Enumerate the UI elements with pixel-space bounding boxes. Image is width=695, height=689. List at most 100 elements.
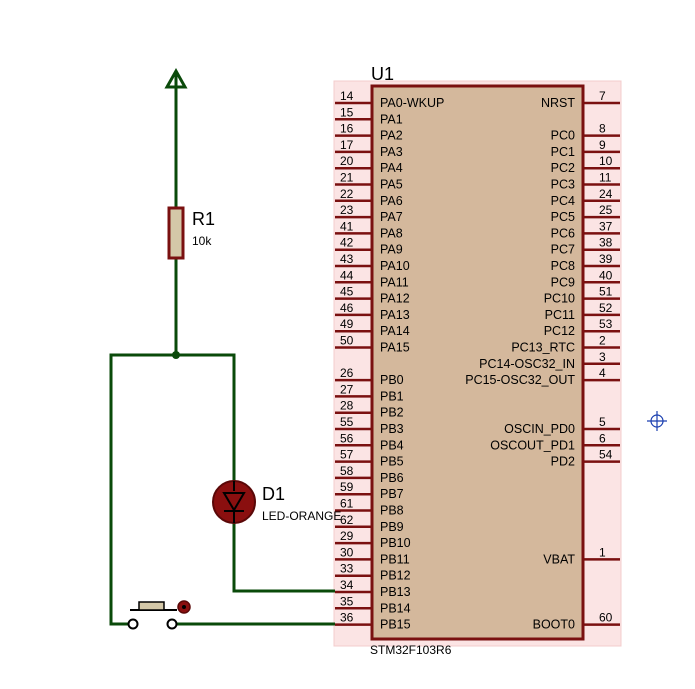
pin-name: PA13 — [380, 308, 410, 322]
pin-number: 45 — [340, 285, 354, 299]
push-button[interactable] — [127, 600, 191, 630]
led-d1[interactable]: D1 LED-ORANGE — [212, 480, 341, 524]
pin-number: 35 — [340, 594, 354, 608]
wire-node-to-led[interactable] — [176, 353, 236, 482]
pin-number: 55 — [340, 415, 354, 429]
pin-name: PA2 — [380, 129, 403, 143]
button-cap — [138, 601, 165, 611]
pin-name: PA15 — [380, 341, 410, 355]
pin-number: 61 — [340, 497, 354, 511]
pin-name: PB3 — [380, 422, 404, 436]
pin-name: PB15 — [380, 618, 411, 632]
pin-number: 58 — [340, 464, 354, 478]
pin-number: 6 — [599, 431, 606, 445]
pin-number: 49 — [340, 317, 354, 331]
pin-name: PB9 — [380, 520, 404, 534]
pin-number: 46 — [340, 301, 354, 315]
origin-crosshair-icon — [647, 411, 667, 431]
pin-number: 34 — [340, 578, 354, 592]
pin-number: 11 — [599, 171, 612, 185]
pin-name: PA8 — [380, 226, 403, 240]
pin-number: 9 — [599, 138, 606, 152]
pin-name: PC4 — [551, 194, 575, 208]
wire-node-left[interactable] — [109, 353, 176, 626]
chip-body[interactable] — [370, 84, 585, 641]
wire-led-to-pb13[interactable] — [232, 522, 335, 593]
pin-name: PC13_RTC — [511, 341, 575, 355]
pin-number: 38 — [599, 236, 613, 250]
pin-number: 29 — [340, 529, 354, 543]
pin-name: PA10 — [380, 259, 410, 273]
pin-name: PB4 — [380, 438, 404, 452]
led-value-label: LED-ORANGE — [262, 509, 341, 523]
pin-name: OSCIN_PD0 — [504, 422, 575, 436]
pin-name: PA7 — [380, 210, 403, 224]
resistor-r1[interactable]: R1 10k — [167, 206, 215, 260]
pin-name: PB1 — [380, 389, 404, 403]
pin-number: 25 — [599, 203, 613, 217]
led-diode-icon — [222, 492, 246, 512]
pin-name: NRST — [541, 96, 575, 110]
pin-name: PC5 — [551, 210, 575, 224]
pin-name: PB13 — [380, 585, 411, 599]
pin-name: PC8 — [551, 259, 575, 273]
pin-name: PA0-WKUP — [380, 96, 444, 110]
